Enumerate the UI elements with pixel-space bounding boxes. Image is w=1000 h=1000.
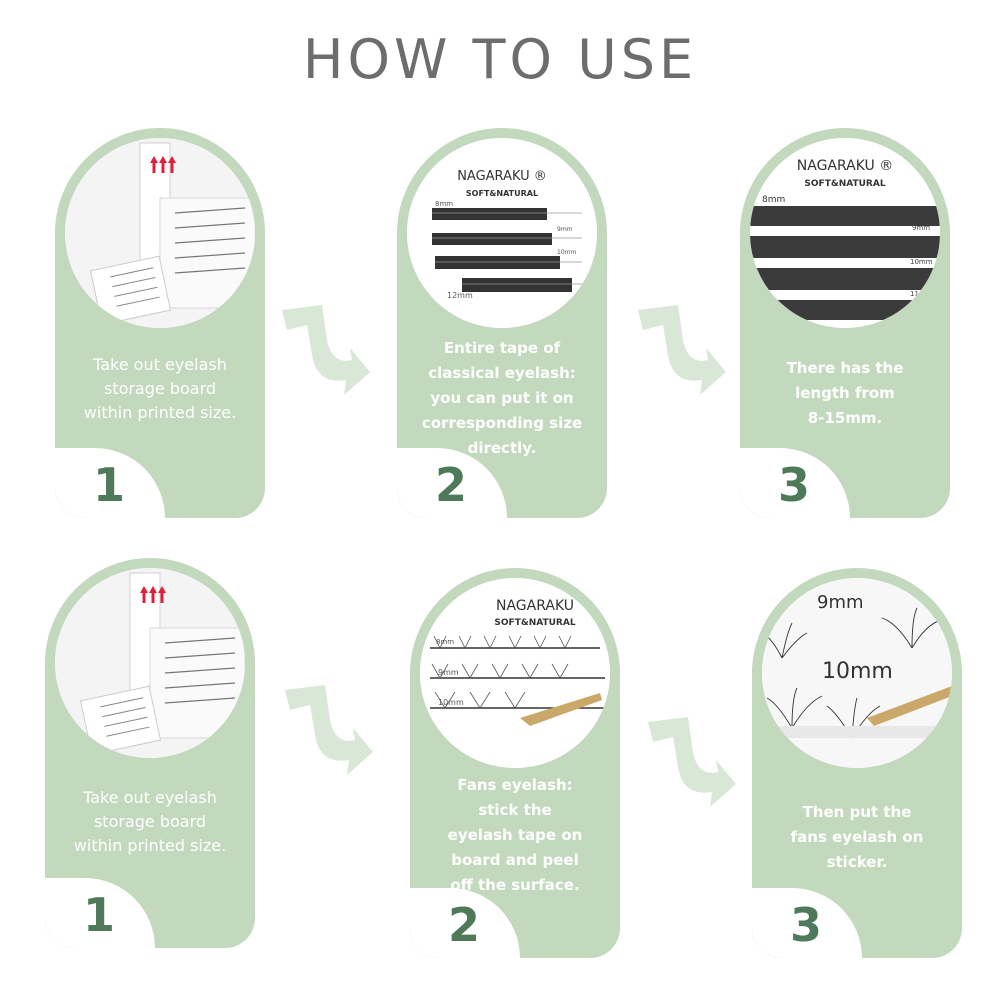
length-label: 10mm <box>438 698 464 707</box>
step-text: Entire tape of classical eyelash: you ca… <box>421 339 583 457</box>
step-text: Take out eyelash storage board within pr… <box>83 355 237 422</box>
step-text: Fans eyelash: stick the eyelash tape on … <box>447 776 583 894</box>
step-card-row2-3: 9mm 10mm Then put the fans eyelash on st… <box>752 568 962 958</box>
step-card-row1-1: Take out eyelash storage board within pr… <box>55 128 265 518</box>
sub-label: SOFT&NATURAL <box>466 189 538 198</box>
length-label: 8mm <box>436 638 454 646</box>
step-number: 1 <box>93 458 126 512</box>
photo-length-tray: NAGARAKU ® SOFT&NATURAL 8mm 9mm 10mm 11m… <box>750 138 940 328</box>
length-label: 8mm <box>762 195 785 205</box>
length-label: 10mm <box>822 659 893 684</box>
length-label: 9mm <box>438 668 459 677</box>
sub-label: SOFT&NATURAL <box>494 618 575 628</box>
step-number: 2 <box>435 458 468 512</box>
photo-fans-tape: NAGARAKU SOFT&NATURAL 8mm 9mm 10mm <box>420 578 610 768</box>
photo-storage-board <box>65 138 255 328</box>
step-card-row2-1: Take out eyelash storage board within pr… <box>45 558 255 948</box>
sub-label: SOFT&NATURAL <box>804 179 885 189</box>
photo-fans-sticker: 9mm 10mm <box>762 578 952 768</box>
step-card-row1-2: NAGARAKU ® SOFT&NATURAL 8mm 9mm 10mm 12m… <box>397 128 607 518</box>
brand-label: NAGARAKU <box>496 598 574 614</box>
brand-label: NAGARAKU ® <box>797 158 893 174</box>
length-label: 11mm <box>910 290 933 298</box>
curved-arrow-icon <box>275 680 375 780</box>
step-number: 1 <box>83 888 116 942</box>
page-title: HOW TO USE <box>302 28 698 91</box>
length-label: 8mm <box>435 200 453 208</box>
brand-label: NAGARAKU ® <box>457 169 547 184</box>
length-label: 9mm <box>817 592 864 613</box>
length-label: 9mm <box>912 224 930 232</box>
step-text: There has the length from 8-15mm. <box>786 359 904 427</box>
length-label: 10mm <box>557 249 576 256</box>
step-number: 3 <box>778 458 811 512</box>
curved-arrow-icon <box>638 712 738 812</box>
curved-arrow-icon <box>628 300 728 400</box>
photo-storage-board <box>55 568 245 758</box>
step-number: 3 <box>790 898 823 952</box>
step-text: Take out eyelash storage board within pr… <box>73 788 227 855</box>
length-label: 12mm <box>447 291 473 300</box>
photo-classic-tape: NAGARAKU ® SOFT&NATURAL 8mm 9mm 10mm 12m… <box>407 138 597 328</box>
curved-arrow-icon <box>272 300 372 400</box>
step-text: Then put the fans eyelash on sticker. <box>790 803 924 871</box>
step-number: 2 <box>448 898 481 952</box>
length-label: 9mm <box>557 226 573 233</box>
step-card-row1-3: NAGARAKU ® SOFT&NATURAL 8mm 9mm 10mm 11m… <box>740 128 950 518</box>
length-label: 10mm <box>910 258 933 266</box>
step-card-row2-2: NAGARAKU SOFT&NATURAL 8mm 9mm 10mm Fans … <box>410 568 620 958</box>
